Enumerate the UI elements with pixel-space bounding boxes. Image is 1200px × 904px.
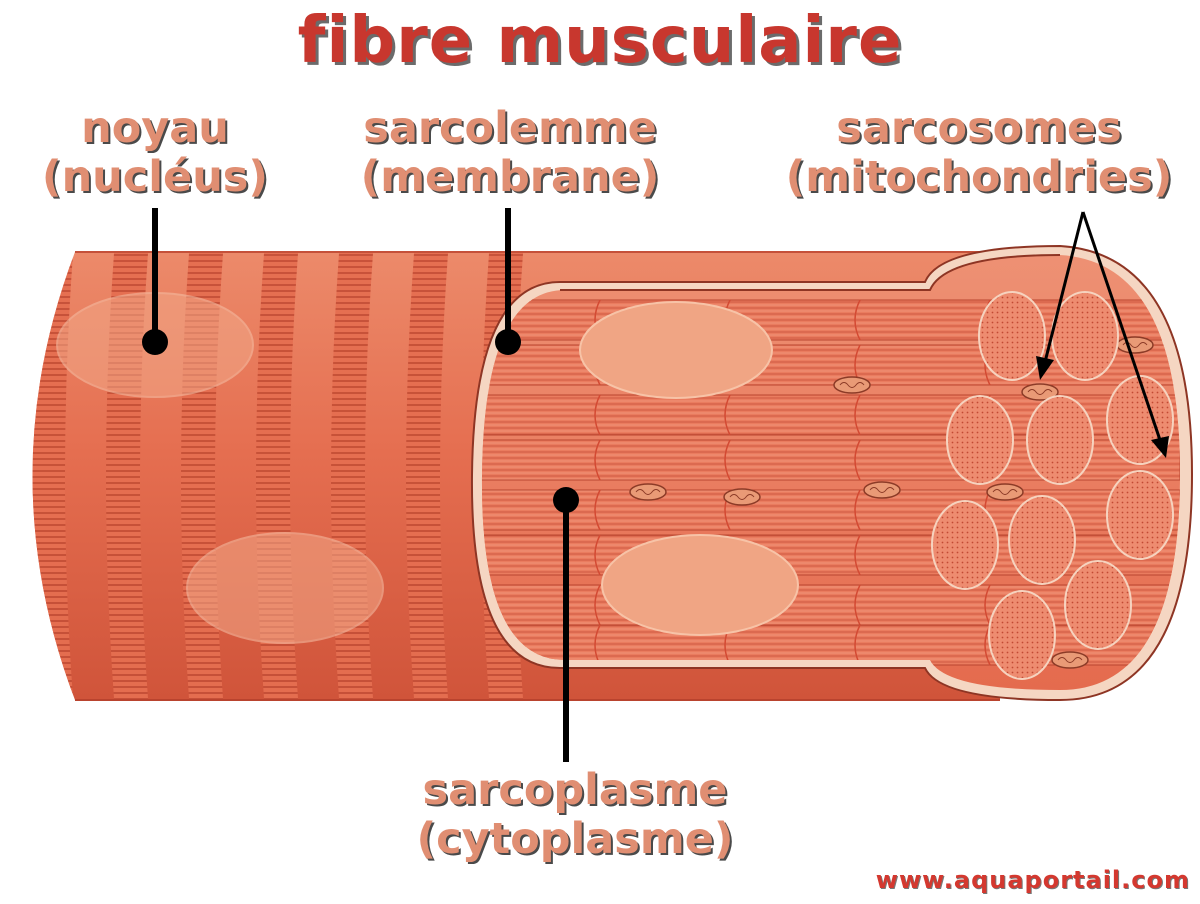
sarcoplasm-interior (481, 255, 1180, 690)
z-line (594, 439, 601, 481)
z-line (854, 439, 861, 481)
myofibril-disc (988, 590, 1056, 680)
mitochondria-group (629, 336, 1154, 669)
label-sarcolemme-line2: (membrane) (360, 152, 660, 202)
sarcosomes-arrowhead-2 (1151, 436, 1169, 458)
z-line (854, 394, 861, 436)
label-sarcolemme-line1: sarcolemme (363, 103, 657, 153)
label-sarcoplasme-line2: (cytoplasme) (416, 814, 734, 864)
label-sarcolemme: sarcolemme (membrane) (340, 104, 680, 202)
myofibril-disc (946, 395, 1014, 485)
z-line (594, 534, 601, 576)
myofibril-disc (1106, 470, 1174, 560)
mitochondrion (1021, 383, 1059, 401)
myofibril-row (481, 489, 1180, 531)
inner-nucleus-bottom (601, 534, 799, 636)
myofibril-disc (1026, 395, 1094, 485)
z-line (594, 489, 601, 531)
sarcosomes-arrowhead-1 (1036, 356, 1054, 380)
striation-band (406, 252, 449, 700)
inner-nucleus-top (579, 301, 773, 399)
website-credit: www.aquaportail.com (875, 866, 1190, 894)
myofibril-disc (1051, 291, 1119, 381)
label-sarcosomes-line1: sarcosomes (836, 103, 1122, 153)
z-line (854, 489, 861, 531)
sarcosomes-arrow-2 (1081, 211, 1162, 441)
label-sarcoplasme: sarcoplasme (cytoplasme) (400, 766, 750, 864)
z-line (724, 439, 731, 481)
label-noyau: noyau (nucléus) (20, 104, 290, 202)
mitochondrion (1051, 651, 1089, 669)
mitochondrion-cristae (992, 489, 1018, 495)
myofibril-disc (978, 291, 1046, 381)
mitochondrion (986, 483, 1024, 501)
mitochondrion (1116, 336, 1154, 354)
z-line (854, 299, 861, 341)
label-sarcosomes: sarcosomes (mitochondries) (764, 104, 1194, 202)
sarcoplasme-pointer-dot (553, 487, 579, 513)
myofibril-cross-sections (931, 291, 1174, 680)
label-sarcosomes-line2: (mitochondries) (785, 152, 1173, 202)
myofibril-disc (931, 500, 999, 590)
noyau-pointer-dot (142, 329, 168, 355)
z-line (594, 584, 601, 626)
surface-nucleus-bottom (186, 532, 384, 644)
sarcolemme-pointer-dot (495, 329, 521, 355)
z-line (854, 584, 861, 626)
sarcosomes-arrow-1 (1043, 211, 1085, 363)
z-line (854, 534, 861, 576)
label-noyau-line1: noyau (81, 103, 229, 153)
label-noyau-line2: (nucléus) (41, 152, 269, 202)
mitochondrion (833, 376, 871, 394)
myofibril-row (481, 584, 1180, 626)
mitochondrion-cristae (635, 489, 661, 495)
mitochondrion-cristae (729, 494, 755, 500)
mitochondrion-cristae (1027, 389, 1053, 395)
mitochondrion (629, 483, 667, 501)
mitochondrion-cristae (1057, 657, 1083, 663)
label-sarcoplasme-line1: sarcoplasme (422, 765, 728, 815)
mitochondrion-cristae (839, 382, 865, 388)
leader-lines (142, 208, 1169, 762)
mitochondrion (723, 488, 761, 506)
mitochondrion (863, 481, 901, 499)
z-line (984, 584, 991, 626)
myofibril-disc (1008, 495, 1076, 585)
mitochondrion-cristae (869, 487, 895, 493)
z-line (594, 394, 601, 436)
myofibril-disc (1064, 560, 1132, 650)
z-line (724, 394, 731, 436)
diagram-title: fibre musculaire (297, 4, 903, 78)
